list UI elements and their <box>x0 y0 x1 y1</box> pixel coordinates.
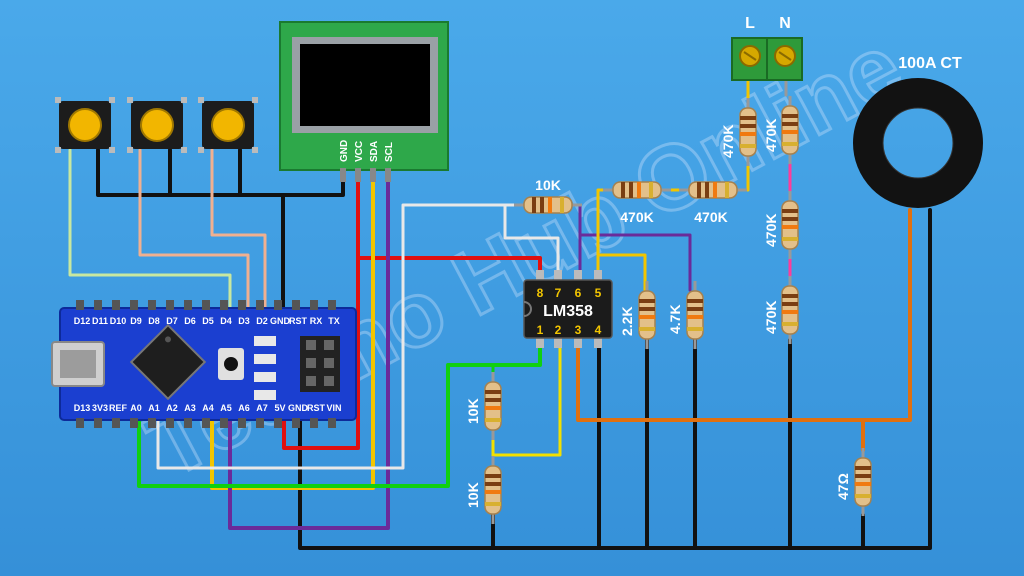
push-button-1 <box>55 97 115 153</box>
nano-pin-d12: D12 <box>74 316 91 326</box>
nano-pin-3v3: 3V3 <box>92 403 108 413</box>
nano-pin-gnd: GND <box>288 403 309 413</box>
nano-pin-d6: D6 <box>184 316 196 326</box>
wire-a0-pin1 <box>137 343 542 488</box>
terminal-block: L N <box>731 15 803 81</box>
push-button-2 <box>127 97 187 153</box>
label-470k-l: 470K <box>720 125 736 158</box>
label-470k-n3: 470K <box>763 301 779 334</box>
label-10k-mid: 10K <box>465 398 481 424</box>
lm358-label: LM358 <box>543 303 593 320</box>
wire-scl <box>228 173 390 530</box>
nano-pin-a3: A3 <box>184 403 196 413</box>
wire-btn2-d3 <box>138 148 250 312</box>
nano-pin-rst: RST <box>289 316 308 326</box>
lm358-pin-7: 7 <box>555 286 562 300</box>
wire-vcc-5v <box>282 256 360 450</box>
label-470k-h2: 470K <box>694 209 727 225</box>
oled-display: GND VCC SDA SCL <box>279 21 449 182</box>
lm358-pin-5: 5 <box>595 286 602 300</box>
label-10k-top: 10K <box>535 177 561 193</box>
oled-pin-gnd: GND <box>339 140 350 162</box>
nano-pin-d5: D5 <box>202 316 214 326</box>
nano-pin-d4: D4 <box>220 316 232 326</box>
terminal-label-l: L <box>745 15 755 32</box>
nano-pin-a4: A4 <box>202 403 214 413</box>
label-470k-n1: 470K <box>763 119 779 152</box>
nano-bottom-headers <box>76 418 336 428</box>
wires <box>68 78 932 550</box>
label-4k7: 4.7K <box>667 304 683 334</box>
oled-pin-sda: SDA <box>369 141 380 162</box>
label-470k-n2: 470K <box>763 214 779 247</box>
nano-pin-a5: A5 <box>220 403 232 413</box>
nano-pin-d10: D10 <box>110 316 127 326</box>
nano-pin-d13: D13 <box>74 403 91 413</box>
ct-label: 100A CT <box>898 55 962 72</box>
lm358-pin-3: 3 <box>575 323 582 337</box>
wire-ct <box>576 208 912 422</box>
lm358-pin-8: 8 <box>537 286 544 300</box>
nano-pin-a6: A6 <box>238 403 250 413</box>
wire-pin5-2k2 <box>596 253 647 292</box>
nano-pin-a0: A0 <box>130 403 142 413</box>
nano-pin-a2: A2 <box>166 403 178 413</box>
lm358-pin-6: 6 <box>575 286 582 300</box>
nano-pin-a1: A1 <box>148 403 160 413</box>
nano-pin-d8: D8 <box>148 316 160 326</box>
wire-fb <box>578 233 692 292</box>
wire-div-pin3 <box>491 343 562 457</box>
nano-pin-gnd: GND <box>270 316 291 326</box>
nano-pin-ref: REF <box>109 403 128 413</box>
nano-pin-d9: D9 <box>130 316 142 326</box>
nano-pin-d2: D2 <box>256 316 268 326</box>
terminal-label-n: N <box>779 15 791 32</box>
lm358-pin-4: 4 <box>595 323 602 337</box>
nano-pin-rx: RX <box>310 316 323 326</box>
wire-a1-10k <box>156 203 517 470</box>
nano-top-headers <box>76 300 336 310</box>
wire-btn3-d2 <box>210 148 267 312</box>
nano-pin-d11: D11 <box>92 316 108 326</box>
nano-pin-d3: D3 <box>238 316 250 326</box>
wire-gnd-bus <box>298 208 932 550</box>
nano-pin-d7: D7 <box>166 316 178 326</box>
label-470k-h1: 470K <box>620 209 653 225</box>
wire-10k-pin7 <box>503 203 560 274</box>
wire-vcc <box>356 173 542 274</box>
oled-pin-vcc: VCC <box>354 141 365 162</box>
nano-pin-tx: TX <box>328 316 340 326</box>
label-47: 47Ω <box>835 473 851 500</box>
nano-pin-a7: A7 <box>256 403 268 413</box>
push-button-3 <box>198 97 258 153</box>
lm358-pin-1: 1 <box>537 323 544 337</box>
current-transformer: 100A CT <box>853 55 983 208</box>
nano-pin-rst: RST <box>307 403 326 413</box>
wire-gnd-buttons <box>96 148 242 197</box>
mcu-chip <box>129 323 207 401</box>
lm358-ic: LM358 8 7 6 5 1 2 3 4 <box>523 270 613 348</box>
nano-pin-vin: VIN <box>326 403 341 413</box>
label-10k-low: 10K <box>465 482 481 508</box>
label-2k2: 2.2K <box>619 306 635 336</box>
oled-pin-scl: SCL <box>384 142 395 162</box>
wire-btn1-d4 <box>68 148 232 312</box>
nano-pin-5v: 5V <box>274 403 285 413</box>
lm358-pin-2: 2 <box>555 323 562 337</box>
